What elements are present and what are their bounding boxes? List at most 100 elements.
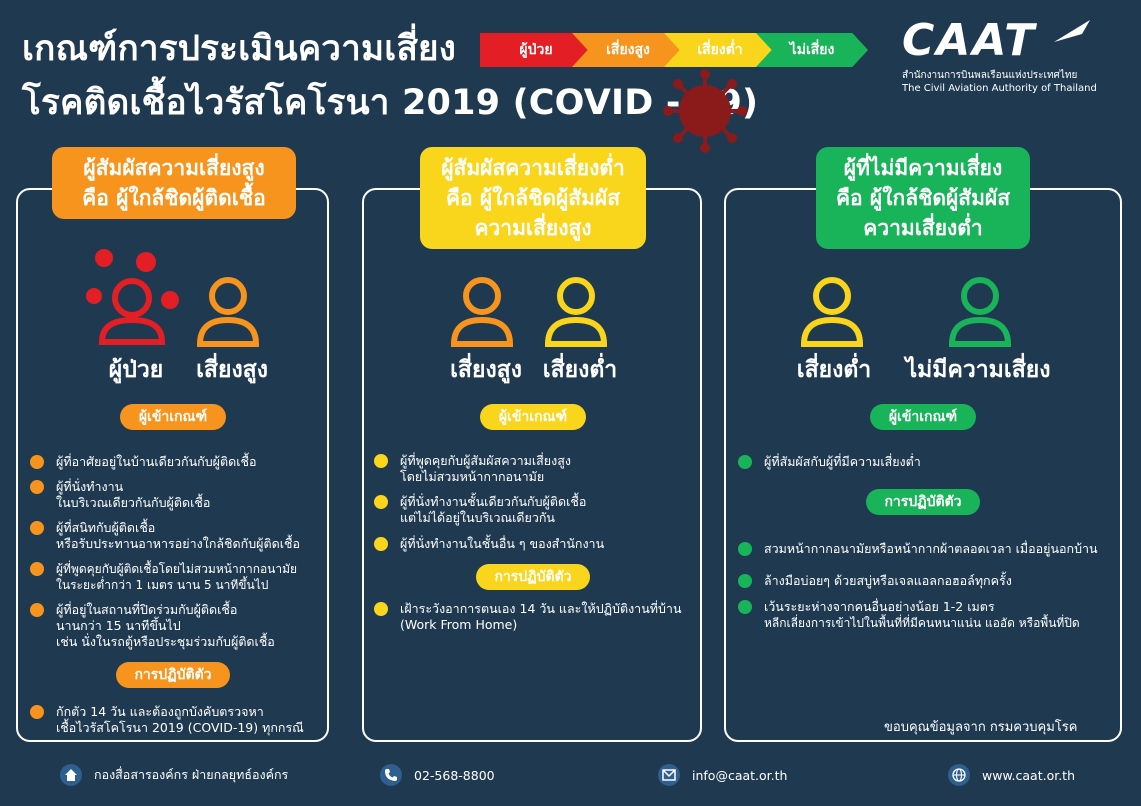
list-item: กักตัว 14 วัน และต้องถูกบังคับตรวจหา เชื…	[30, 704, 304, 736]
low-risk-header: ผู้สัมผัสความเสี่ยงต่ำ คือ ผู้ใกล้ชิดผู้…	[420, 147, 646, 249]
person-label: ผู้ป่วย	[108, 357, 164, 383]
low-risk-person-icon	[800, 277, 864, 347]
item-text: ล้างมือบ่อยๆ ด้วยสบู่หรือเจลแอลกอฮอล์ทุก…	[764, 573, 1012, 588]
list-item: ผู้ที่อยู่ในสถานที่ปิดร่วมกับผู้ติดเชื้อ…	[30, 602, 275, 650]
item-text: หรือรับประทานอาหารอย่างใกล้ชิดกับผู้ติดเ…	[56, 536, 300, 551]
bullet-icon	[30, 455, 44, 469]
list-item: ผู้ที่อาศัยอยู่ในบ้านเดียวกันกับผู้ติดเช…	[30, 454, 257, 470]
bullet-icon	[738, 600, 752, 614]
home-icon	[60, 764, 82, 786]
bullet-icon	[374, 495, 388, 509]
bullet-icon	[738, 542, 752, 556]
title-line-1: เกณฑ์การประเมินความเสี่ยง	[22, 29, 457, 69]
bullet-icon	[30, 562, 44, 576]
header-line: คือ ผู้ใกล้ชิดผู้ติดเชื้อ	[82, 186, 266, 210]
list-item: ผู้ที่พูดคุยกับผู้ติดเชื้อโดยไม่สวมหน้าก…	[30, 561, 297, 593]
criteria-pill: ผู้เข้าเกณฑ์	[120, 404, 226, 430]
high-risk-header: ผู้สัมผัสความเสี่ยงสูง คือ ผู้ใกล้ชิดผู้…	[52, 147, 296, 219]
bullet-icon	[374, 537, 388, 551]
list-item: สวมหน้ากากอนามัยหรือหน้ากากผ้าตลอดเวลา เ…	[738, 541, 1098, 557]
person-label: เสี่ยงสูง	[450, 357, 522, 383]
header-line: ผู้สัมผัสความเสี่ยงต่ำ	[441, 156, 625, 180]
risk-scale-patient: ผู้ป่วย	[480, 33, 592, 67]
bullet-icon	[30, 480, 44, 494]
footer-phone-text: 02-568-8800	[414, 767, 495, 783]
caat-logo: CAAT สำนักงานการบินพลเรือนแห่งประเทศไทย …	[902, 15, 1102, 95]
list-item: ผู้ที่พูดคุยกับผู้สัมผัสความเสี่ยงสูง โด…	[374, 453, 571, 485]
header-line: คือ ผู้ใกล้ชิดผู้สัมผัส	[445, 186, 621, 210]
item-text: นานกว่า 15 นาทีขึ้นไป	[56, 618, 181, 633]
airplane-logo-icon	[1054, 20, 1090, 42]
item-text: สวมหน้ากากอนามัยหรือหน้ากากผ้าตลอดเวลา เ…	[764, 541, 1098, 556]
item-text: ผู้ที่อยู่ในสถานที่ปิดร่วมกับผู้ติดเชื้อ	[56, 602, 238, 617]
person-label: เสี่ยงต่ำ	[796, 357, 872, 383]
person-label: ไม่มีความเสี่ยง	[905, 357, 1051, 383]
high-risk-person-icon	[450, 277, 514, 347]
footer-email-text: info@caat.or.th	[692, 767, 788, 783]
list-item: เว้นระยะห่างจากคนอื่นอย่างน้อย 1-2 เมตร …	[738, 599, 1080, 631]
risk-scale-low: เสี่ยงต่ำ	[664, 33, 776, 67]
list-item: ผู้ที่นั่งทำงานชั้นเดียวกันกับผู้ติดเชื้…	[374, 494, 586, 526]
bullet-icon	[30, 705, 44, 719]
logo-text: CAAT	[902, 15, 1037, 66]
bullet-icon	[374, 454, 388, 468]
globe-icon	[948, 764, 970, 786]
header-line: คือ ผู้ใกล้ชิดผู้สัมผัส	[835, 186, 1011, 210]
criteria-pill: ผู้เข้าเกณฑ์	[870, 404, 976, 430]
header-line: ความเสี่ยงสูง	[474, 216, 592, 240]
item-text: แต่ไม่ได้อยู่ในบริเวณเดียวกัน	[400, 510, 555, 525]
bullet-icon	[738, 455, 752, 469]
item-text: ผู้ที่พูดคุยกับผู้สัมผัสความเสี่ยงสูง	[400, 453, 571, 468]
list-item: ล้างมือบ่อยๆ ด้วยสบู่หรือเจลแอลกอฮอล์ทุก…	[738, 573, 1012, 589]
no-risk-header: ผู้ที่ไม่มีความเสี่ยง คือ ผู้ใกล้ชิดผู้ส…	[816, 147, 1030, 249]
item-text: เฝ้าระวังอาการตนเอง 14 วัน และให้ปฏิบัติ…	[400, 601, 682, 616]
header-line: ความเสี่ยงต่ำ	[863, 216, 983, 240]
item-text: ในบริเวณเดียวกันกับผู้ติดเชื้อ	[56, 495, 211, 510]
list-item: เฝ้าระวังอาการตนเอง 14 วัน และให้ปฏิบัติ…	[374, 601, 682, 633]
item-text: ผู้ที่อาศัยอยู่ในบ้านเดียวกันกับผู้ติดเช…	[56, 454, 257, 469]
item-text: ผู้ที่สนิทกับผู้ติดเชื้อ	[56, 520, 156, 535]
list-item: ผู้ที่นั่งทำงานในชั้นอื่น ๆ ของสำนักงาน	[374, 536, 604, 552]
item-text: (Work From Home)	[400, 617, 518, 632]
footer-org-text: กองสื่อสารองค์กร ฝ่ายกลยุทธ์องค์กร	[94, 767, 289, 782]
footer-website[interactable]: www.caat.or.th	[948, 764, 1075, 786]
risk-scale: ผู้ป่วย เสี่ยงสูง เสี่ยงต่ำ ไม่เสี่ยง	[480, 33, 872, 67]
header-line: ผู้ที่ไม่มีความเสี่ยง	[843, 156, 1003, 180]
practice-pill: การปฏิบัติตัว	[476, 564, 590, 590]
footer-org: กองสื่อสารองค์กร ฝ่ายกลยุทธ์องค์กร	[60, 764, 288, 786]
bullet-icon	[30, 521, 44, 535]
page-title: เกณฑ์การประเมินความเสี่ยง โรคติดเชื้อไวร…	[22, 22, 758, 130]
high-risk-person-icon	[196, 277, 260, 347]
practice-pill: การปฏิบัติตัว	[866, 489, 980, 515]
list-item: ผู้ที่นั่งทำงาน ในบริเวณเดียวกันกับผู้ติ…	[30, 479, 210, 511]
footer-email[interactable]: info@caat.or.th	[658, 764, 787, 786]
title-line-2: โรคติดเชื้อไวรัสโคโรนา 2019 (COVID - 19)	[22, 83, 759, 123]
person-label: เสี่ยงต่ำ	[542, 357, 618, 383]
logo-subtitle-th: สำนักงานการบินพลเรือนแห่งประเทศไทย	[902, 70, 1078, 81]
footer-phone[interactable]: 02-568-8800	[380, 764, 495, 786]
header-line: ผู้สัมผัสความเสี่ยงสูง	[83, 156, 265, 180]
list-item: ผู้ที่สัมผัสกับผู้ที่มีความเสี่ยงต่ำ	[738, 454, 921, 470]
item-text: ผู้ที่นั่งทำงานในชั้นอื่น ๆ ของสำนักงาน	[400, 536, 605, 551]
item-text: โดยไม่สวมหน้ากากอนามัย	[400, 469, 545, 484]
item-text: เว้นระยะห่างจากคนอื่นอย่างน้อย 1-2 เมตร	[764, 599, 995, 614]
item-text: ผู้ที่นั่งทำงาน	[56, 479, 124, 494]
list-item: ผู้ที่สนิทกับผู้ติดเชื้อ หรือรับประทานอา…	[30, 520, 300, 552]
footer-website-text: www.caat.or.th	[982, 767, 1075, 783]
criteria-pill: ผู้เข้าเกณฑ์	[480, 404, 586, 430]
bullet-icon	[30, 603, 44, 617]
low-risk-person-icon	[544, 277, 608, 347]
item-text: ผู้ที่นั่งทำงานชั้นเดียวกันกับผู้ติดเชื้…	[400, 494, 587, 509]
item-text: ผู้ที่สัมผัสกับผู้ที่มีความเสี่ยงต่ำ	[764, 454, 921, 469]
risk-scale-high: เสี่ยงสูง	[572, 33, 684, 67]
risk-scale-none: ไม่เสี่ยง	[756, 33, 868, 67]
person-label: เสี่ยงสูง	[196, 357, 268, 383]
item-text: ในระยะต่ำกว่า 1 เมตร นาน 5 นาทีขึ้นไป	[56, 578, 269, 592]
item-text: หลีกเลี่ยงการเข้าไปในพื้นที่ที่มีคนหนาแน…	[764, 616, 1080, 630]
item-text: กักตัว 14 วัน และต้องถูกบังคับตรวจหา	[56, 704, 264, 719]
item-text: เชื้อไวรัสโคโรนา 2019 (COVID-19) ทุกกรณี	[56, 720, 304, 735]
item-text: เช่น นั่งในรถตู้หรือประชุมร่วมกับผู้ติดเ…	[56, 634, 275, 649]
mail-icon	[658, 764, 680, 786]
item-text: ผู้ที่พูดคุยกับผู้ติดเชื้อโดยไม่สวมหน้าก…	[56, 562, 298, 576]
source-credit: ขอบคุณข้อมูลจาก กรมควบคุมโรค	[884, 720, 1078, 735]
